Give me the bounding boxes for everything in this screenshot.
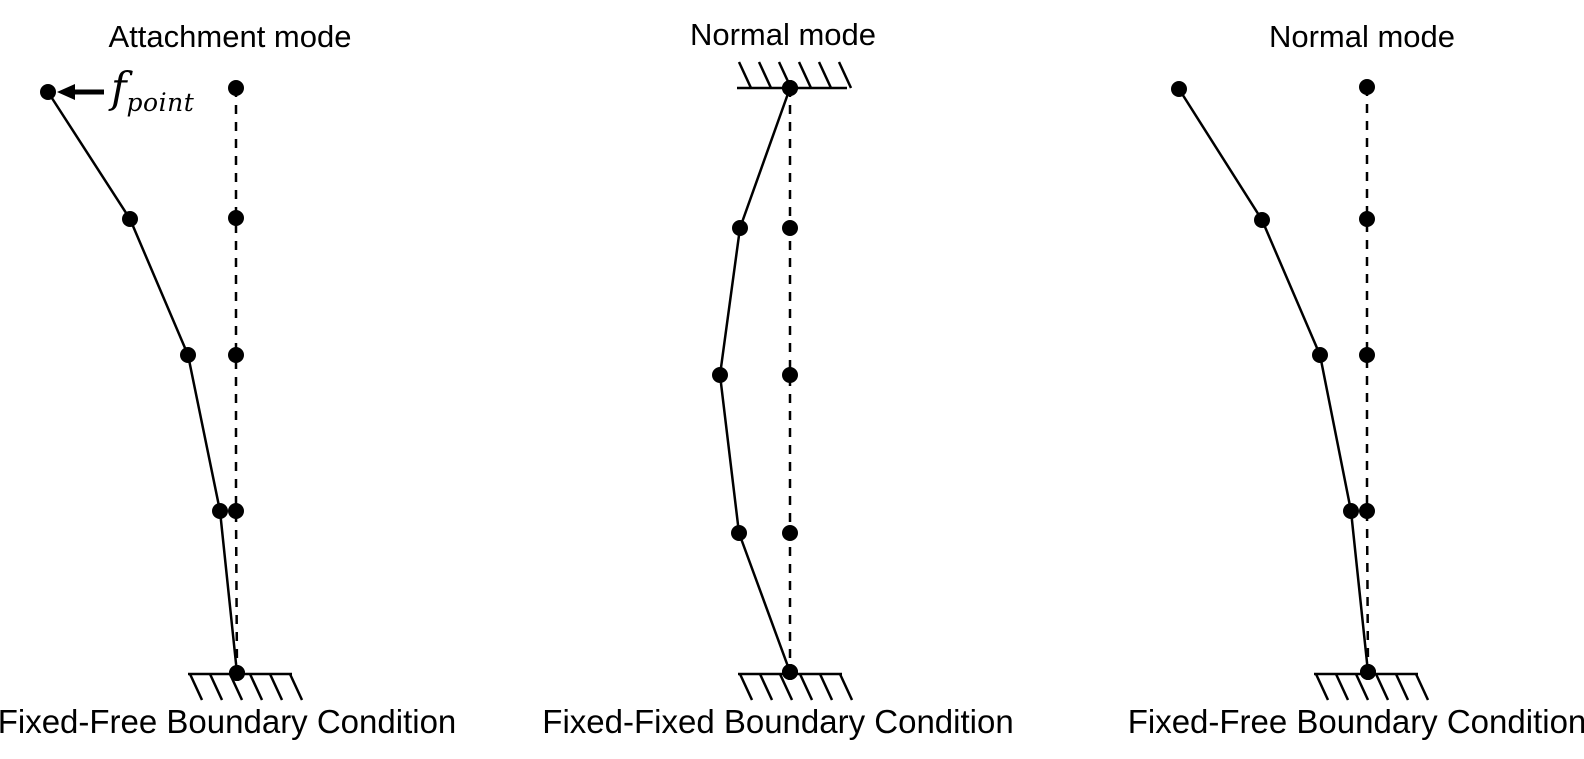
force-symbol: f: [111, 63, 127, 112]
caption-fixed-fixed-center: Fixed-Fixed Boundary Condition: [542, 703, 1014, 740]
fixed-support-hatch: [818, 673, 834, 701]
node-dot: [1343, 503, 1359, 519]
force-point-label: fpoint: [111, 67, 194, 116]
node-dot: [1360, 664, 1376, 680]
fixed-support-hatch: [288, 673, 304, 701]
deflected-shape-line: [46, 91, 239, 674]
reference-line: [234, 88, 239, 674]
fixed-support-hatch: [1354, 673, 1370, 701]
fixed-support-hatch: [798, 673, 814, 701]
reference-line: [1365, 87, 1370, 673]
node-dot: [1312, 347, 1328, 363]
node-dot: [1359, 347, 1375, 363]
force-arrow-head: [57, 84, 75, 100]
fixed-support-hatch: [738, 673, 754, 701]
fixed-support-hatch: [838, 673, 854, 701]
fixed-support-hatch: [248, 673, 264, 701]
fixed-support-hatch: [758, 673, 774, 701]
fixed-support-hatch: [737, 61, 753, 89]
node-dot: [122, 211, 138, 227]
fixed-support-hatch: [1334, 673, 1350, 701]
node-dot: [228, 80, 244, 96]
node-dot: [712, 367, 728, 383]
node-dot: [228, 210, 244, 226]
force-subscript: point: [126, 88, 195, 117]
fixed-support-hatch: [778, 673, 794, 701]
node-dot: [1359, 211, 1375, 227]
fixed-support-hatch: [797, 61, 813, 89]
node-dot: [228, 347, 244, 363]
node-dot: [1359, 503, 1375, 519]
fixed-support-hatch: [757, 61, 773, 89]
node-dot: [180, 347, 196, 363]
panel-title-normal-mode-center: Normal mode: [689, 17, 877, 52]
fixed-support-hatch: [777, 61, 793, 89]
panel-title-normal-mode-right: Normal mode: [1268, 19, 1456, 54]
fixed-support-hatch: [837, 61, 853, 89]
node-dot: [782, 664, 798, 680]
node-dot: [782, 367, 798, 383]
fixed-support-hatch: [188, 673, 204, 701]
deflected-shape-line: [718, 87, 792, 673]
node-dot: [1359, 79, 1375, 95]
fixed-support-hatch: [1314, 673, 1330, 701]
fixed-support-hatch: [1374, 673, 1390, 701]
caption-fixed-free-right: Fixed-Free Boundary Condition: [1127, 703, 1584, 740]
fixed-support-hatch: [1394, 673, 1410, 701]
caption-fixed-free-left: Fixed-Free Boundary Condition: [0, 703, 457, 740]
fixed-support-hatch: [268, 673, 284, 701]
node-dot: [40, 84, 56, 100]
deflected-shape-line: [1177, 88, 1370, 673]
node-dot: [732, 220, 748, 236]
node-dot: [731, 525, 747, 541]
node-dot: [1171, 81, 1187, 97]
fixed-support-hatch: [208, 673, 224, 701]
node-dot: [782, 525, 798, 541]
panel-title-attachment-mode: Attachment mode: [108, 19, 352, 54]
node-dot: [782, 220, 798, 236]
node-dot: [1254, 212, 1270, 228]
node-dot: [228, 503, 244, 519]
fixed-support-hatch: [1414, 673, 1430, 701]
fixed-support-hatch: [817, 61, 833, 89]
node-dot: [212, 503, 228, 519]
fixed-support-hatch: [228, 673, 244, 701]
